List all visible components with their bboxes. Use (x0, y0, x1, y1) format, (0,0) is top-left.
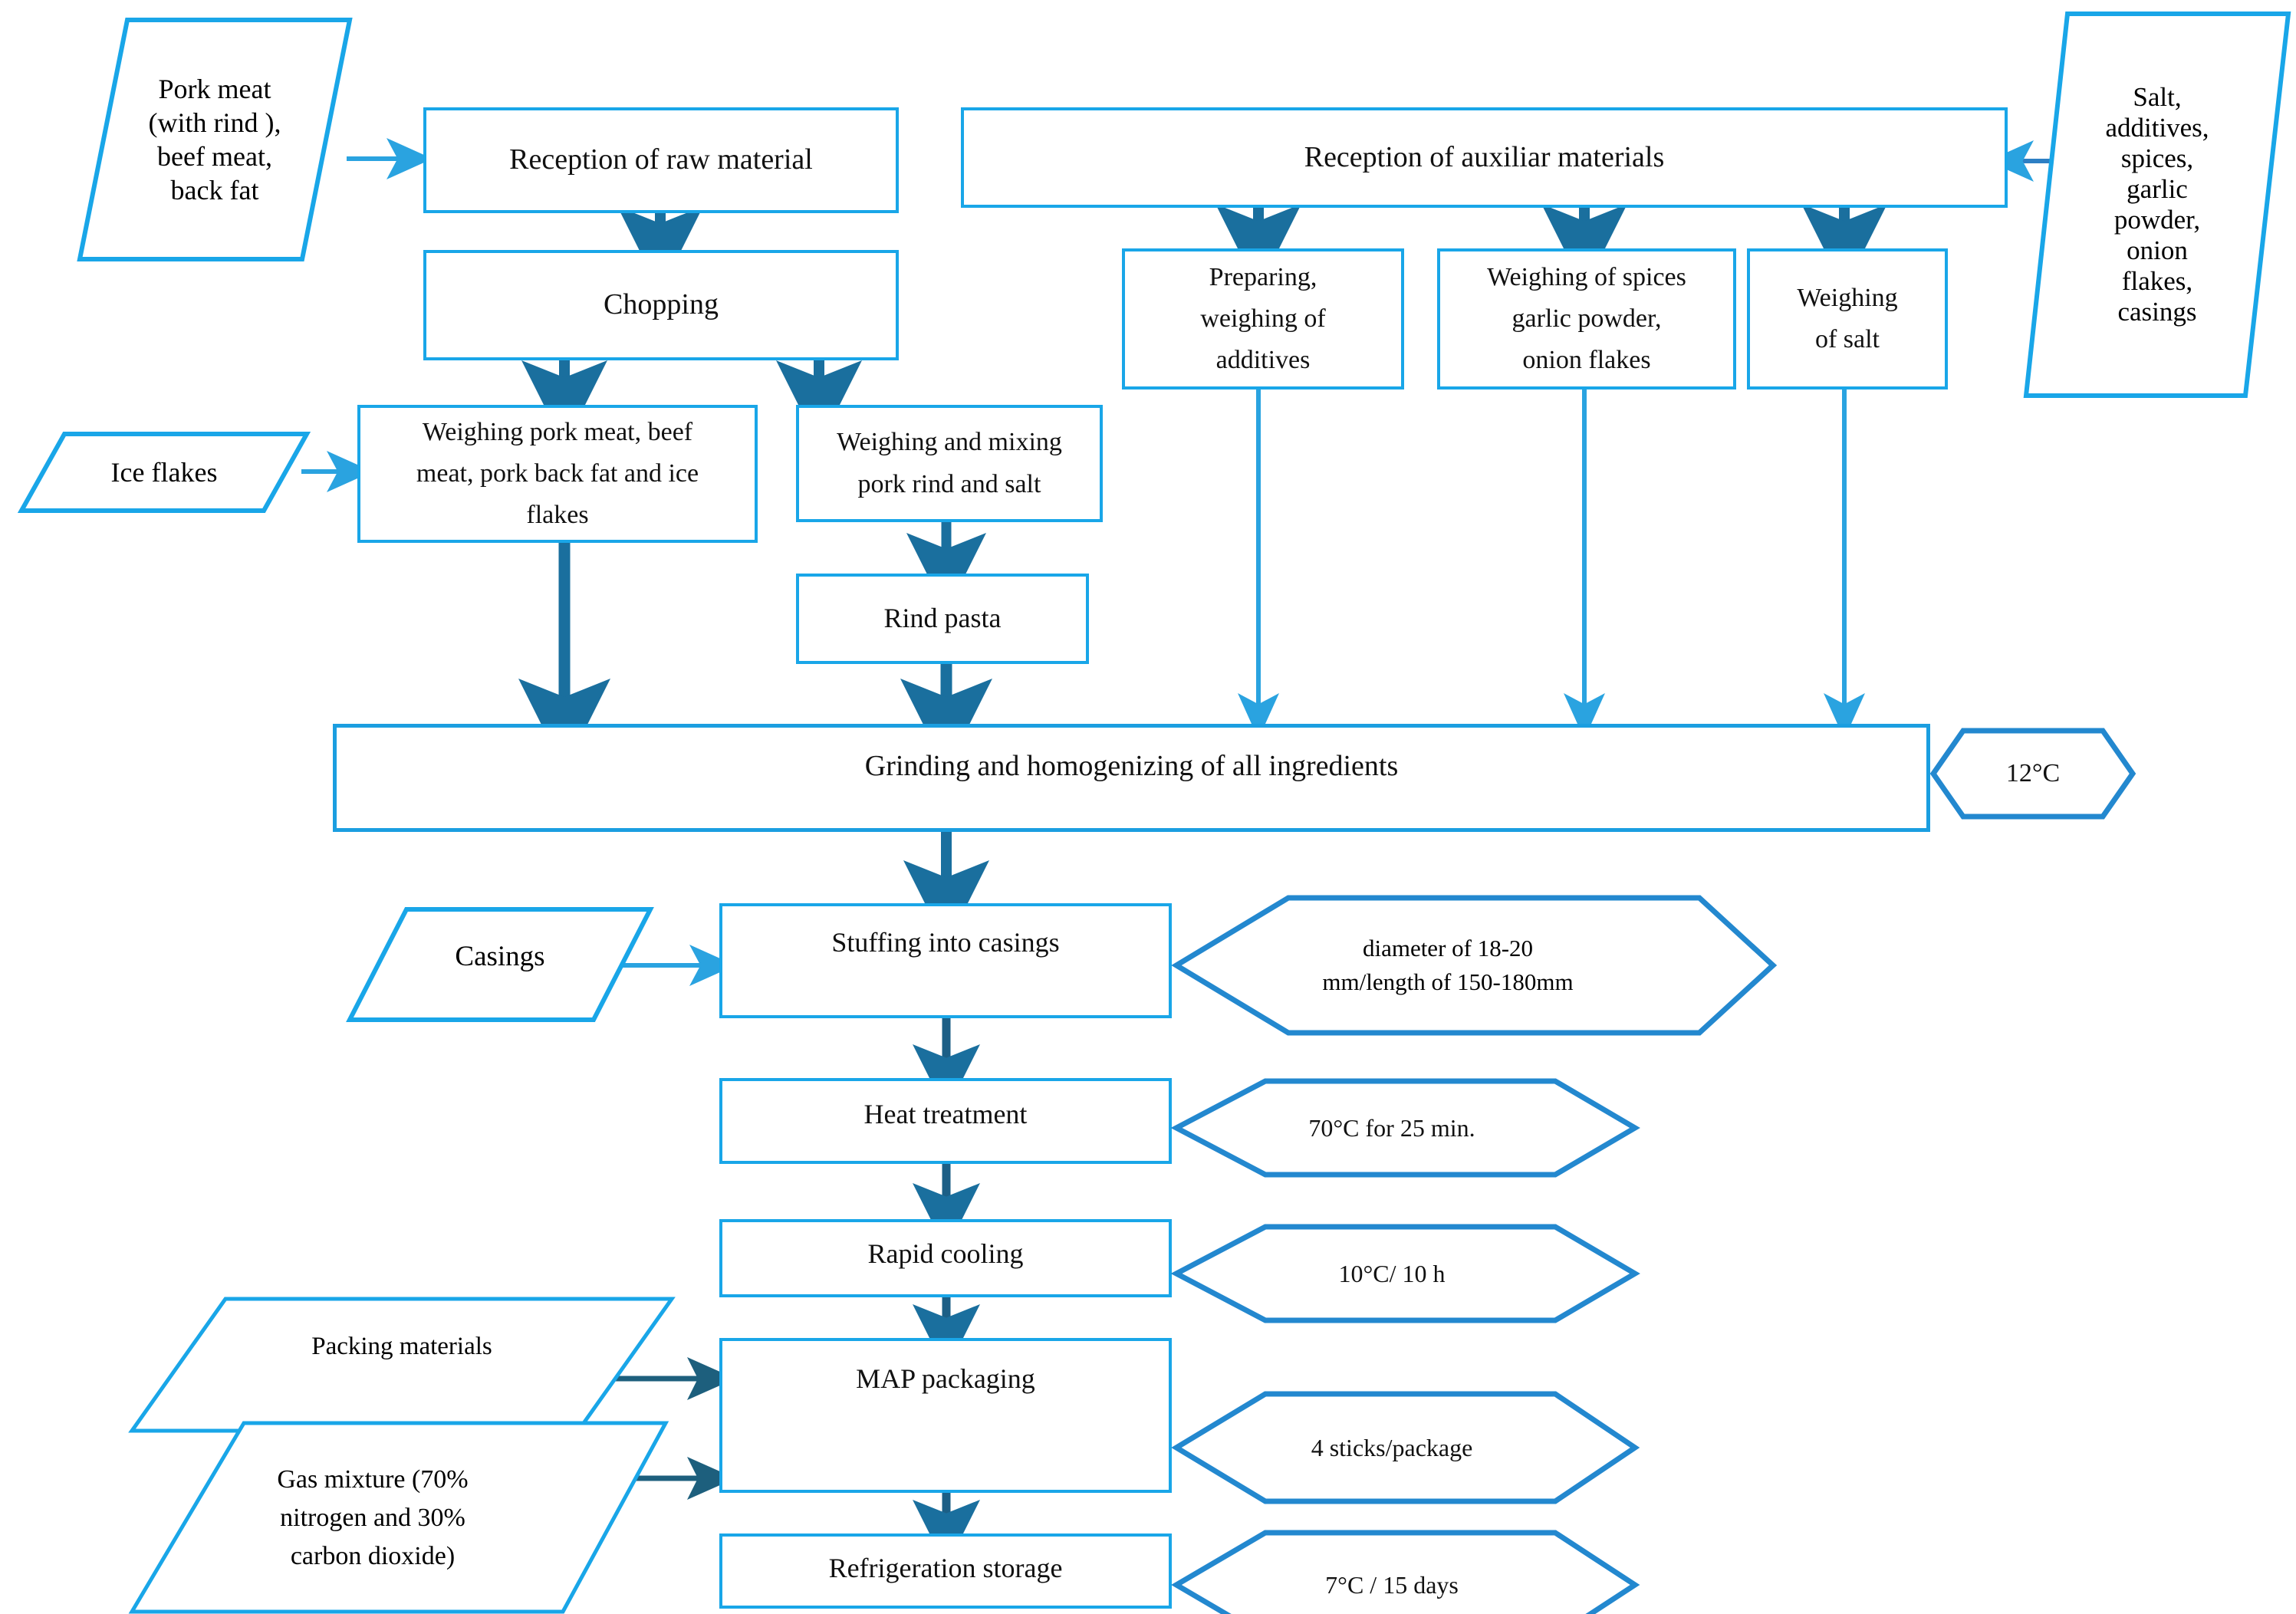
input-casings-text: Casings (347, 906, 653, 1023)
salt-line-5: powder, (2113, 205, 2201, 235)
process-rind-pasta: Rind pasta (796, 574, 1089, 664)
weighing-rind-line-1: Weighing and mixing (837, 428, 1062, 457)
heat-treatment-label: Heat treatment (863, 1099, 1028, 1129)
process-rapid-cooling: Rapid cooling (719, 1219, 1172, 1297)
gas-line-3: carbon dioxide) (290, 1542, 456, 1570)
map-packaging-spec-label: 4 sticks/package (1311, 1433, 1473, 1461)
map-packaging-label: MAP packaging (856, 1363, 1035, 1394)
gas-line-1: Gas mixture (70% (277, 1465, 469, 1494)
grinding-spec-label: 12°C (2005, 759, 2061, 788)
weighing-spices-line-2: garlic powder, (1511, 304, 1662, 333)
ice-flakes-label: Ice flakes (110, 457, 218, 488)
input-ice-flakes-text: Ice flakes (18, 431, 310, 514)
spec-map-packaging: 4 sticks/package (1171, 1389, 1640, 1506)
input-gas-mixture-text: Gas mixture (70% nitrogen and 30% carbon… (129, 1420, 675, 1614)
spec-stuffing-dimensions (1171, 893, 1778, 1037)
salt-line-3: spices, (2120, 143, 2194, 173)
input-pork-meat-text: Pork meat (with rind ), beef meat, back … (77, 17, 353, 262)
process-refrigeration-storage: Refrigeration storage (719, 1533, 1172, 1609)
spec-stuffing-dimensions-text: diameter of 18-20 mm/length of 150-180mm (1172, 893, 1778, 1037)
stuffing-label: Stuffing into casings (831, 927, 1060, 958)
process-weighing-spices: Weighing of spices garlic powder, onion … (1437, 248, 1736, 390)
spec-heat-treatment: 70°C for 25 min. (1170, 1077, 1640, 1179)
salt-line-6: onion (2127, 235, 2188, 265)
weighing-meat-line-2: meat, pork back fat and ice (416, 459, 699, 488)
pork-line-4: back fat (170, 175, 259, 205)
refrigeration-storage-spec-label: 7°C / 15 days (1325, 1570, 1459, 1599)
heat-treatment-spec-label: 70°C for 25 min. (1308, 1113, 1475, 1142)
reception-auxiliar-label: Reception of auxiliar materials (1304, 140, 1665, 173)
preparing-line-1: Preparing, (1209, 262, 1317, 291)
input-salt-additives (2023, 11, 2291, 399)
process-preparing-additives: Preparing, weighing of additives (1122, 248, 1404, 390)
salt-line-2: additives, (2105, 113, 2209, 143)
weighing-spices-line-3: onion flakes (1522, 346, 1651, 375)
salt-line-4: garlic (2127, 174, 2188, 204)
input-salt-additives-text: Salt, additives, spices, garlic powder, … (2023, 11, 2291, 399)
process-chopping: Chopping (423, 250, 899, 360)
process-map-packaging: MAP packaging (719, 1338, 1172, 1493)
packing-materials-label: Packing materials (311, 1332, 492, 1360)
process-reception-raw-material: Reception of raw material (423, 107, 899, 213)
salt-line-7: flakes, (2121, 266, 2193, 296)
preparing-line-2: weighing of (1200, 304, 1326, 333)
chopping-label: Chopping (604, 288, 719, 321)
preparing-line-3: additives (1215, 346, 1311, 375)
reception-raw-label: Reception of raw material (509, 143, 813, 176)
gas-line-2: nitrogen and 30% (280, 1504, 465, 1532)
rapid-cooling-label: Rapid cooling (867, 1238, 1024, 1269)
input-casings (346, 906, 654, 1023)
spec-grinding-temperature: 12°C (1929, 727, 2136, 820)
casings-label: Casings (455, 940, 545, 972)
weighing-salt-line-2: of salt (1814, 325, 1880, 353)
refrigeration-storage-label: Refrigeration storage (828, 1553, 1063, 1583)
pork-line-1: Pork meat (158, 74, 271, 104)
input-packing-materials-text: Packing materials (129, 1296, 675, 1434)
spec-refrigeration-storage: 7°C / 15 days (1171, 1528, 1640, 1614)
process-weighing-meat: Weighing pork meat, beef meat, pork back… (357, 405, 758, 543)
weighing-meat-line-3: flakes (526, 501, 589, 530)
input-pork-meat (77, 17, 353, 262)
process-heat-treatment: Heat treatment (719, 1078, 1172, 1164)
pork-line-3: beef meat, (157, 141, 272, 172)
weighing-meat-line-1: Weighing pork meat, beef (422, 417, 693, 446)
input-gas-mixture (128, 1420, 675, 1614)
grinding-label: Grinding and homogenizing of all ingredi… (864, 750, 1399, 782)
salt-line-8: casings (2117, 297, 2197, 327)
spec-rapid-cooling: 10°C/ 10 h (1170, 1222, 1640, 1325)
process-reception-auxiliar-materials: Reception of auxiliar materials (961, 107, 2008, 208)
input-ice-flakes (17, 431, 311, 514)
salt-line-1: Salt, (2133, 82, 2182, 112)
process-stuffing: Stuffing into casings (719, 903, 1172, 1018)
rind-pasta-label: Rind pasta (883, 603, 1002, 634)
weighing-spices-line-1: Weighing of spices (1487, 262, 1686, 291)
weighing-salt-line-1: Weighing (1797, 283, 1898, 312)
pork-line-2: (with rind ), (148, 107, 281, 138)
process-grinding-homogenizing: Grinding and homogenizing of all ingredi… (333, 724, 1930, 832)
rapid-cooling-spec-label: 10°C/ 10 h (1338, 1259, 1446, 1287)
stuffing-spec-line-2: mm/length of 150-180mm (1322, 968, 1574, 995)
process-weighing-salt: Weighing of salt (1747, 248, 1948, 390)
stuffing-spec-line-1: diameter of 18-20 (1362, 935, 1534, 961)
weighing-rind-line-2: pork rind and salt (857, 469, 1041, 498)
process-weighing-rind: Weighing and mixing pork rind and salt (796, 405, 1103, 522)
